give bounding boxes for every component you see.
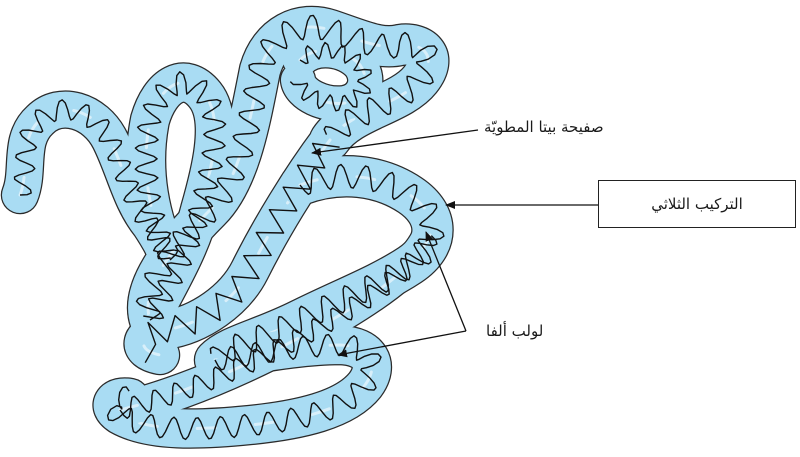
tertiary-structure-box: التركيب الثلاثي — [598, 180, 796, 228]
tertiary-structure-label: التركيب الثلاثي — [651, 195, 743, 213]
alpha-helix-label: لولب ألفا — [486, 322, 543, 340]
tube-layer — [20, 27, 433, 429]
beta-sheet-label: صفيحة بيتا المطويّة — [484, 118, 604, 136]
